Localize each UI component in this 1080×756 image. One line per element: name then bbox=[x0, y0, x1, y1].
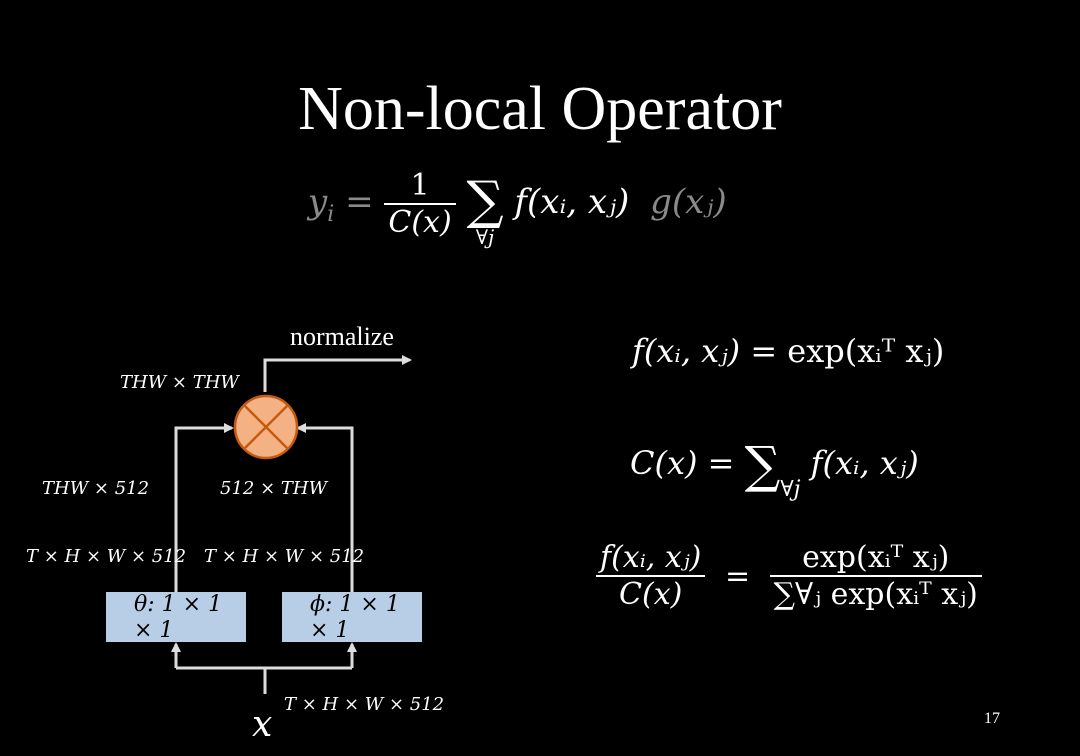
ratio-lhs: f(xᵢ, xⱼ) C(x) bbox=[596, 540, 706, 612]
eq-f-term: f(xᵢ, xⱼ) bbox=[514, 182, 630, 222]
main-equation: yi = 1 C(x) ∑ ∀j f(xᵢ, xⱼ) g(xⱼ) bbox=[308, 168, 727, 248]
c-definition: C(x) = ∑∀j f(xᵢ, xⱼ) bbox=[630, 436, 919, 502]
eq-lhs: yi bbox=[308, 182, 335, 227]
input-dims-label: T × H × W × 512 bbox=[284, 694, 445, 715]
theta-arrow bbox=[174, 423, 234, 592]
d512-thw-label: 512 × THW bbox=[220, 478, 328, 499]
normalize-label: normalize bbox=[290, 322, 394, 351]
eq-equals: = bbox=[345, 182, 374, 222]
input-var: x bbox=[252, 704, 273, 745]
eq-sum: ∑ ∀j bbox=[466, 171, 504, 249]
eq-frac-den: C(x) bbox=[384, 203, 456, 240]
left-dims-label: T × H × W × 512 bbox=[26, 546, 187, 567]
ratio-rhs: exp(xᵢᵀ xⱼ) ∑∀ⱼ exp(xᵢᵀ xⱼ) bbox=[769, 540, 982, 612]
phi-arrow bbox=[296, 423, 354, 592]
slide-title: Non-local Operator bbox=[298, 75, 782, 143]
eq-g-term: g(xⱼ) bbox=[650, 182, 727, 222]
output-arrow bbox=[263, 355, 412, 392]
multiply-node bbox=[233, 394, 299, 460]
page-number: 17 bbox=[984, 710, 1000, 727]
thw-thw-label: THW × THW bbox=[120, 372, 239, 393]
f-definition: f(xᵢ, xⱼ) = exp(xᵢᵀ xⱼ) bbox=[632, 332, 945, 370]
eq-fraction: 1 C(x) bbox=[384, 168, 456, 240]
right-dims-label: T × H × W × 512 bbox=[204, 546, 365, 567]
theta-box: θ: 1 × 1 × 1 bbox=[106, 592, 246, 643]
eq-frac-num: 1 bbox=[410, 168, 430, 203]
ratio-equation: f(xᵢ, xⱼ) C(x) = exp(xᵢᵀ xⱼ) ∑∀ⱼ exp(xᵢᵀ… bbox=[596, 540, 982, 612]
thw-512-label: THW × 512 bbox=[42, 478, 150, 499]
phi-box: ϕ: 1 × 1 × 1 bbox=[282, 592, 422, 643]
